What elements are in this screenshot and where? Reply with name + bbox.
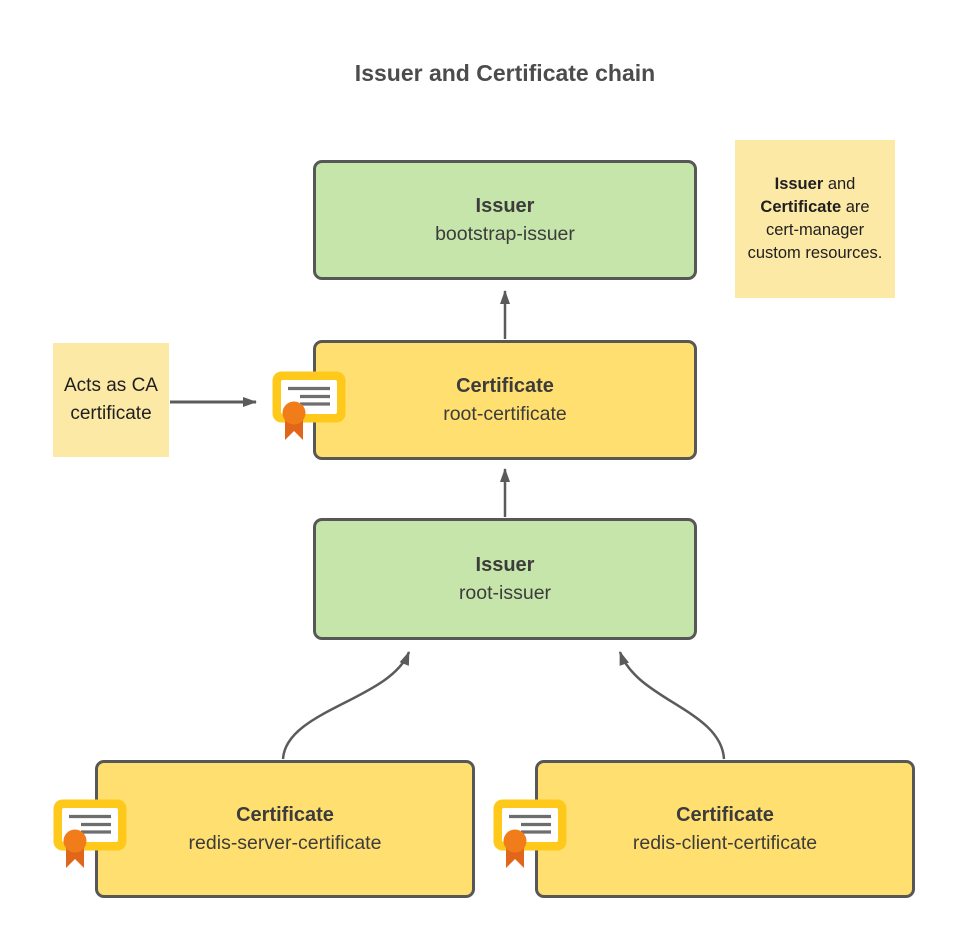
node-redis-server-certificate: Certificate redis-server-certificate [95,760,475,898]
node-name-label: redis-server-certificate [188,831,382,854]
node-redis-client-certificate: Certificate redis-client-certificate [535,760,915,898]
node-type-label: Certificate [676,803,774,826]
certificate-icon [272,371,346,440]
node-type-label: Issuer [475,553,535,576]
arrow-redis-server-to-root-issuer [281,651,411,760]
node-type-label: Certificate [236,803,334,826]
node-bootstrap-issuer: Issuer bootstrap-issuer [313,160,697,280]
node-name-label: root-certificate [443,402,567,425]
node-root-issuer: Issuer root-issuer [313,518,697,640]
certificate-icon [493,799,567,868]
node-name-label: bootstrap-issuer [435,222,575,245]
note-acts-as-ca-text: Acts as CA certificate [64,374,158,425]
node-type-label: Certificate [456,374,554,397]
page-title: Issuer and Certificate chain [354,60,656,86]
note-custom-resources-text: Issuer and Certificate are cert-manager … [747,174,883,263]
node-type-label: Issuer [475,194,535,217]
note-acts-as-ca: Acts as CA certificate [53,343,169,457]
certificate-icon [53,799,127,868]
node-name-label: redis-client-certificate [632,831,818,854]
note-custom-resources: Issuer and Certificate are cert-manager … [735,140,895,298]
arrow-redis-client-to-root-issuer [618,651,726,760]
node-name-label: root-issuer [458,581,552,604]
node-root-certificate: Certificate root-certificate [313,340,697,460]
